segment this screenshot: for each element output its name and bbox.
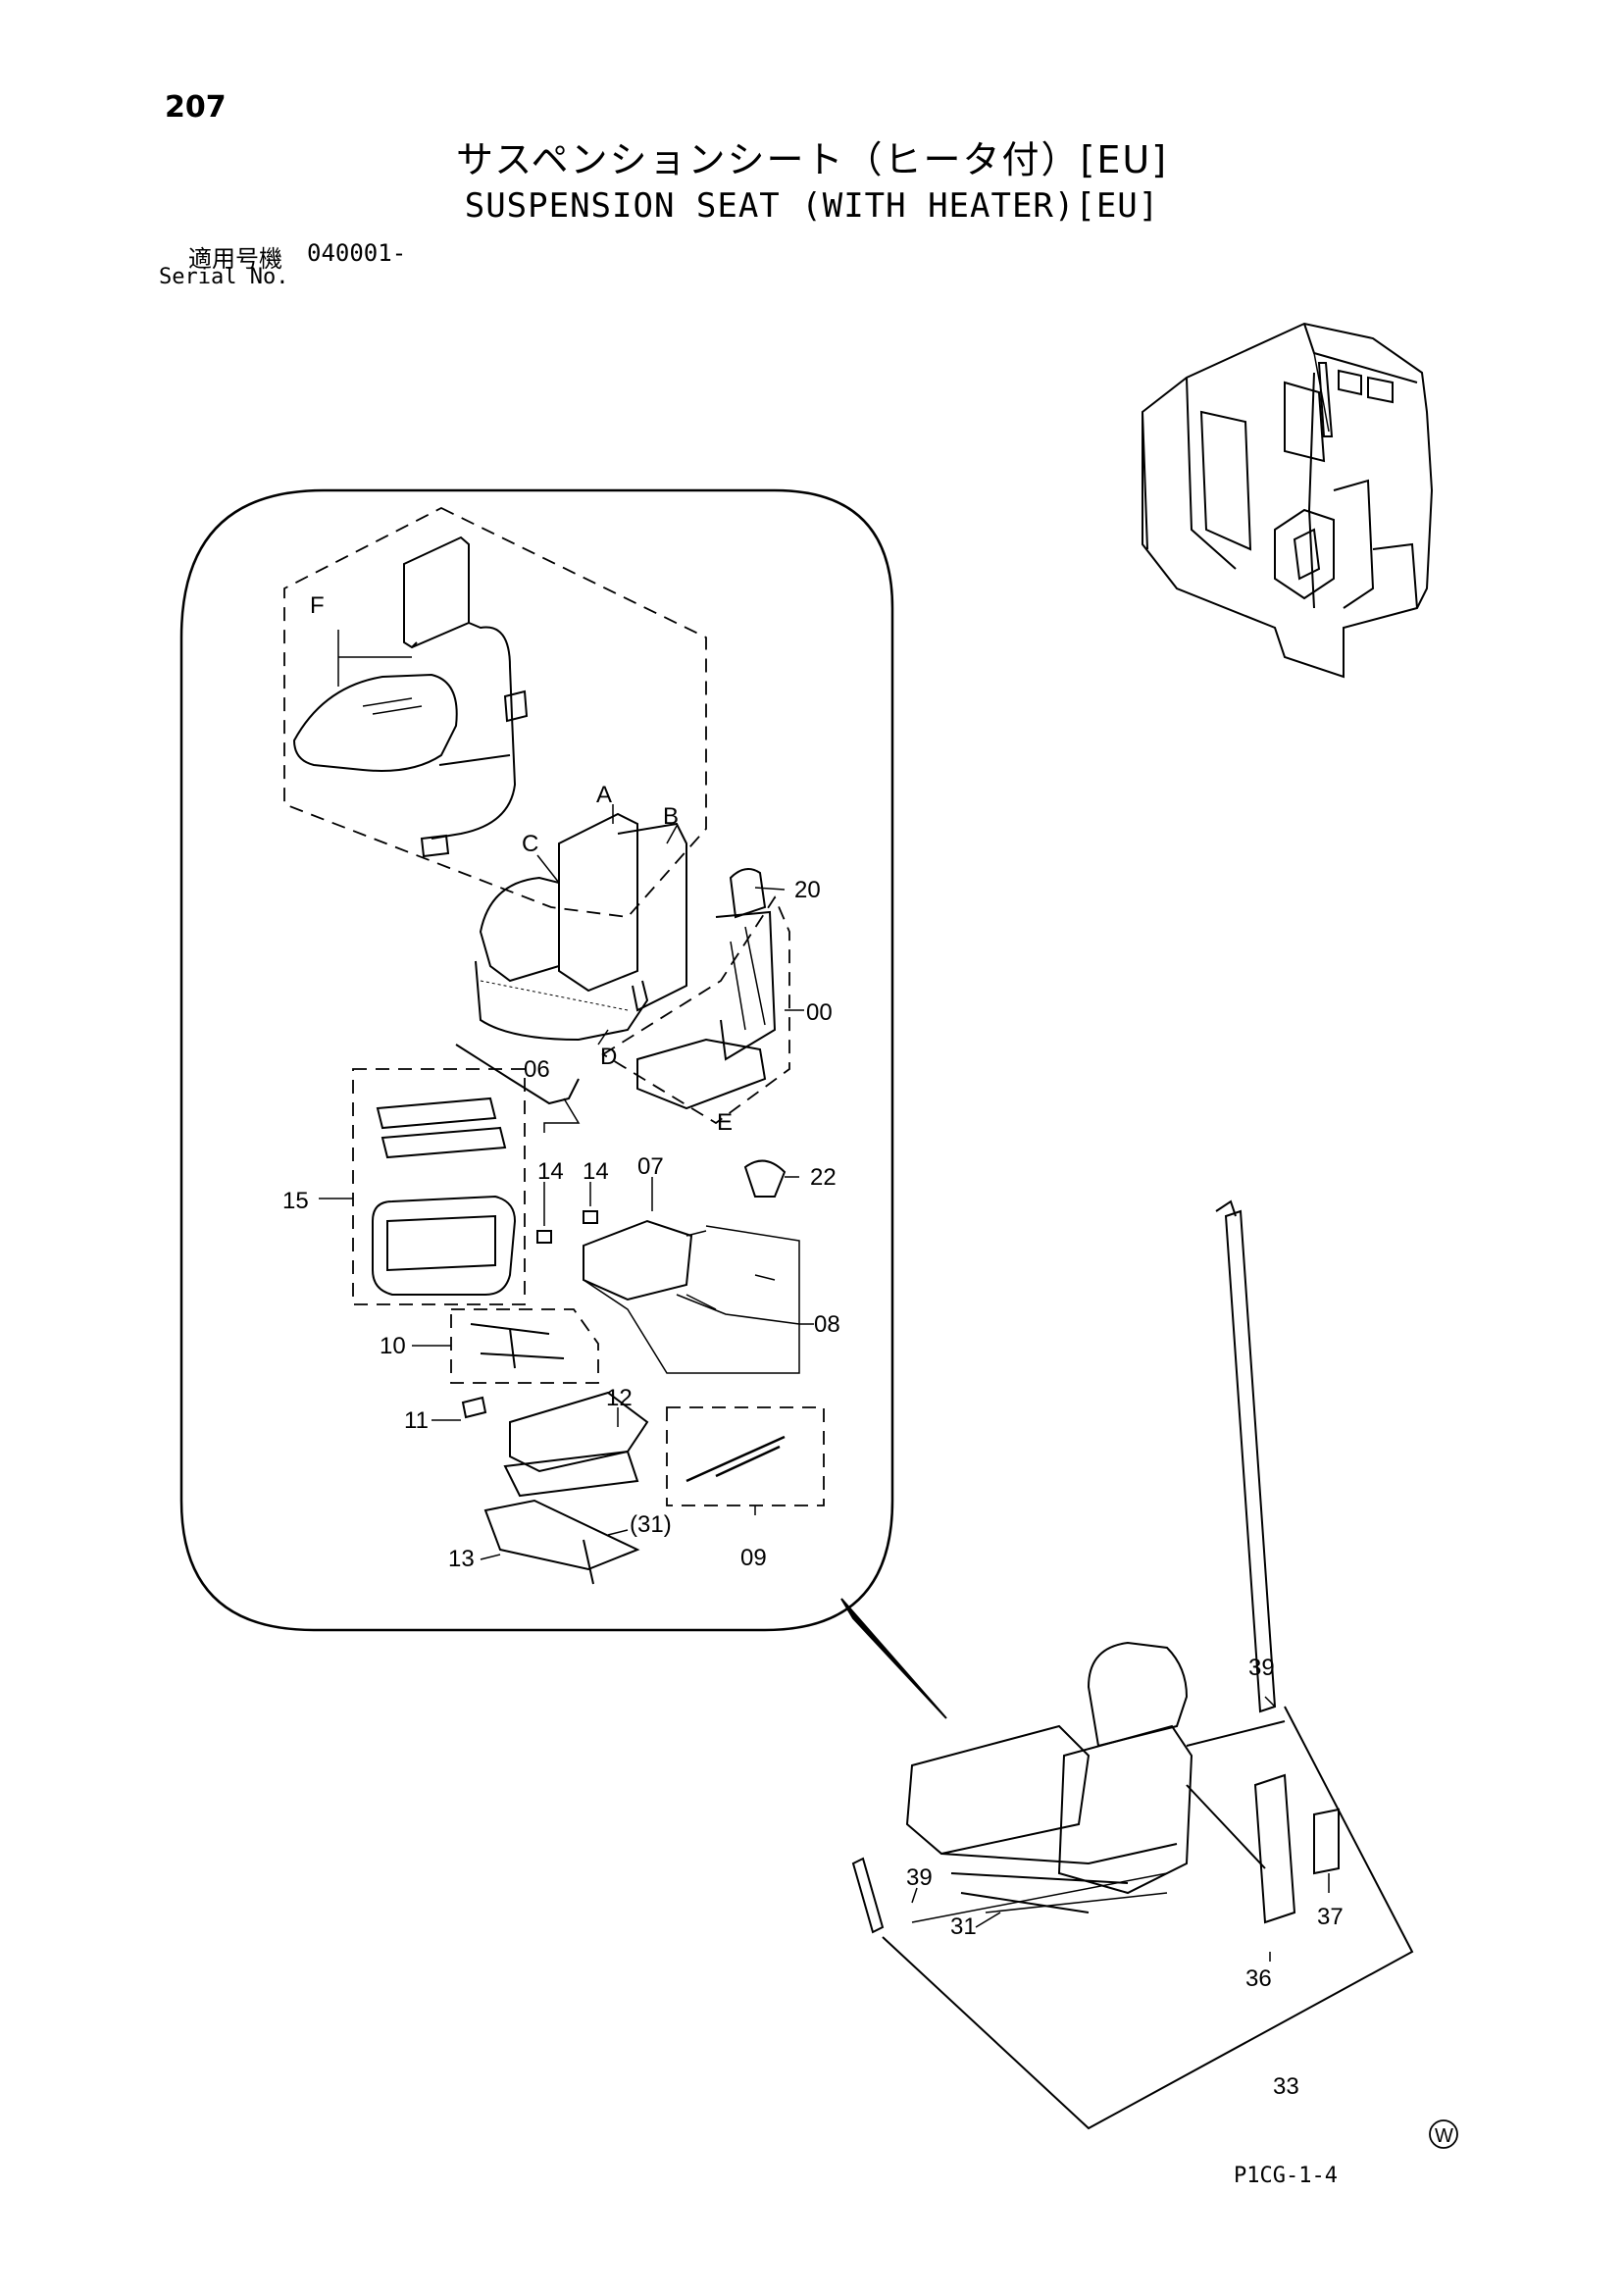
- callout-labels: F A B C D E 20 00 06 15 14 14 07 22 08 1…: [282, 592, 1344, 2100]
- callout-31-bracket: (31): [630, 1511, 672, 1538]
- callout-A: A: [596, 782, 612, 808]
- callout-20: 20: [794, 877, 821, 903]
- circled-w-symbol: W: [1429, 2119, 1458, 2149]
- serial-label-japanese: 適用号機: [188, 245, 282, 273]
- serial-number-value: 040001-: [307, 239, 407, 267]
- part-09-group: [666, 1406, 825, 1506]
- callout-15: 15: [282, 1188, 309, 1214]
- symbol-letter: W: [1435, 2125, 1453, 2147]
- callout-D: D: [600, 1044, 617, 1070]
- callout-12: 12: [606, 1385, 633, 1411]
- cab-illustration: [1142, 322, 1434, 679]
- leader-lines: [319, 630, 1330, 1962]
- part-10-group: [450, 1308, 599, 1384]
- callout-E: E: [717, 1109, 733, 1136]
- callout-13: 13: [448, 1546, 475, 1572]
- page-title-japanese: サスペンションシート（ヒータ付）[EU]: [455, 138, 1169, 181]
- callout-31: 31: [950, 1913, 977, 1940]
- callout-C: C: [522, 831, 538, 857]
- callout-22: 22: [810, 1164, 837, 1191]
- seat-cushion-assembly: [475, 812, 687, 1042]
- callout-pointer: [840, 1598, 947, 1719]
- harness-06: [455, 1044, 580, 1105]
- callout-14a: 14: [537, 1158, 564, 1185]
- callout-14b: 14: [583, 1158, 609, 1185]
- callout-10: 10: [380, 1333, 406, 1359]
- callout-06: 06: [524, 1056, 550, 1083]
- serial-label-english: Serial No.: [159, 265, 289, 289]
- callout-09: 09: [740, 1545, 767, 1571]
- part-15-group: [352, 1068, 526, 1305]
- callout-39b: 39: [906, 1864, 933, 1891]
- callout-37: 37: [1317, 1904, 1344, 1930]
- callout-33: 33: [1273, 2073, 1299, 2100]
- seat-frame-assembly: [601, 868, 790, 1125]
- assembled-seat: [851, 1199, 1414, 2130]
- figure-code: P1CG-1-4: [1234, 2164, 1338, 2188]
- center-parts: [536, 1159, 800, 1374]
- heater-group: [283, 506, 707, 918]
- exploded-view-frame: [179, 488, 894, 1632]
- lower-parts: [461, 1391, 649, 1585]
- callout-36: 36: [1245, 1965, 1272, 1992]
- callout-39a: 39: [1248, 1655, 1275, 1681]
- callout-00: 00: [806, 999, 833, 1026]
- callout-08: 08: [814, 1311, 840, 1338]
- callout-F: F: [310, 592, 325, 619]
- callout-11: 11: [404, 1407, 429, 1434]
- page-number: 207: [165, 90, 227, 125]
- callout-07: 07: [637, 1153, 664, 1180]
- callout-B: B: [663, 803, 679, 830]
- page-title-english: SUSPENSION SEAT (WITH HEATER)[EU]: [464, 186, 1160, 226]
